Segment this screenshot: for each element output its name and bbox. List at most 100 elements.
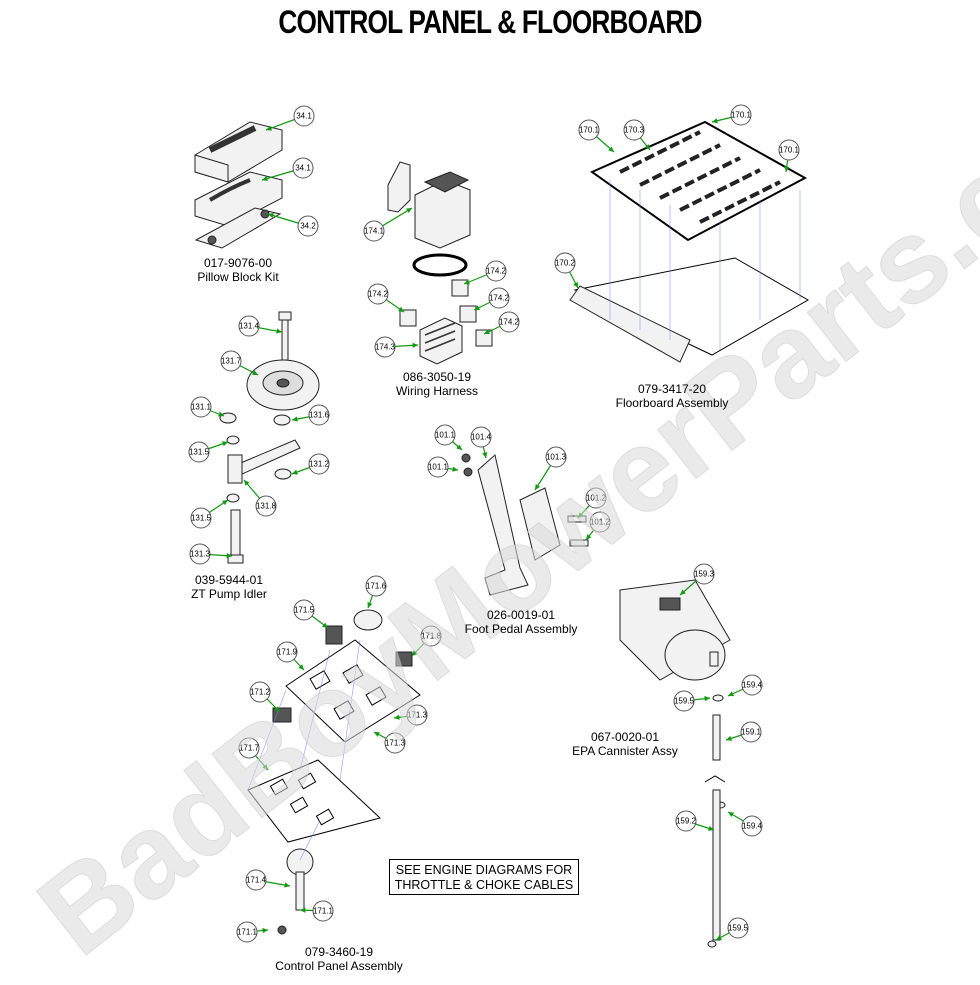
callout-174-2[interactable]: 174.2 (488, 287, 510, 309)
harness-relay-box[interactable] (414, 171, 471, 249)
callout-label: 131.8 (256, 502, 277, 511)
callout-171-1[interactable]: 171.1 (236, 921, 258, 943)
callout-131-8[interactable]: 131.8 (255, 495, 277, 517)
callout-131-7[interactable]: 131.7 (220, 350, 242, 372)
callout-159-4[interactable]: 159.4 (741, 674, 763, 696)
callout-159-2[interactable]: 159.2 (675, 810, 697, 832)
callout-170-1[interactable]: 170.1 (730, 104, 752, 126)
callout-131-5[interactable]: 131.5 (188, 441, 210, 463)
idler-shaft[interactable] (227, 509, 244, 564)
callout-circle (693, 563, 715, 585)
harness-connector-block[interactable] (419, 317, 463, 365)
callout-label: 131.1 (191, 403, 212, 412)
idler-pulley[interactable] (246, 359, 320, 411)
idler-arm[interactable] (227, 439, 301, 484)
pillow-block-plate[interactable] (194, 207, 282, 249)
callout-171-3[interactable]: 171.3 (406, 704, 428, 726)
callout-171-9[interactable]: 171.9 (276, 641, 298, 663)
callout-159-4[interactable]: 159.4 (741, 815, 763, 837)
pillow-block-top[interactable] (194, 121, 283, 183)
control-panel-bottom-plate[interactable] (247, 759, 382, 843)
foot-pedal-arm[interactable] (477, 454, 529, 596)
callout-34-1[interactable]: 34.1 (292, 157, 314, 179)
assembly-name: Control Panel Assembly (275, 959, 403, 973)
callout-159-1[interactable]: 159.1 (740, 721, 762, 743)
callout-label: 174.2 (486, 267, 507, 276)
epa-hose-long[interactable] (704, 775, 726, 941)
callout-101-1[interactable]: 101.1 (427, 456, 449, 478)
harness-relay-2[interactable] (399, 309, 417, 327)
callout-131-3[interactable]: 131.3 (189, 543, 211, 565)
callout-159-3[interactable]: 159.3 (693, 563, 715, 585)
floorboard-mat[interactable] (589, 120, 808, 242)
callout-171-1[interactable]: 171.1 (312, 900, 334, 922)
callout-34-1[interactable]: 34.1 (293, 105, 315, 127)
callout-label: 159.4 (742, 681, 763, 690)
epa-hose-short[interactable] (712, 714, 721, 761)
callout-174-3[interactable]: 174.3 (374, 336, 396, 358)
callout-159-5[interactable]: 159.5 (673, 690, 695, 712)
callout-101-3[interactable]: 101.3 (545, 446, 567, 468)
leader-arrowhead (292, 469, 298, 475)
callout-circle (585, 487, 607, 509)
callout-171-8[interactable]: 171.8 (420, 625, 442, 647)
callout-171-4[interactable]: 171.4 (245, 869, 267, 891)
callout-label: 174.2 (489, 294, 510, 303)
callout-170-3[interactable]: 170.3 (623, 119, 645, 141)
assembly-name: Pillow Block Kit (197, 270, 279, 284)
callout-bubbles: 34.1 34.1 34.2 174.1 174.2 174.2 174.2 174.2 174… (188, 104, 800, 943)
harness-bracket[interactable] (387, 161, 411, 213)
leader-arrowhead (680, 589, 686, 595)
control-switches[interactable] (272, 609, 413, 723)
callout-131-5[interactable]: 131.5 (190, 507, 212, 529)
callout-101-4[interactable]: 101.4 (470, 426, 492, 448)
callout-170-1[interactable]: 170.1 (578, 119, 600, 141)
harness-relay-4[interactable] (475, 329, 493, 347)
assembly-name: ZT Pump Idler (191, 587, 267, 601)
callout-159-5[interactable]: 159.5 (727, 917, 749, 939)
leader-arrowhead (608, 146, 614, 152)
callout-label: 174.2 (499, 318, 520, 327)
callout-131-6[interactable]: 131.6 (308, 404, 330, 426)
callout-circle (470, 426, 492, 448)
floorboard-plate[interactable] (569, 257, 810, 363)
callout-101-2[interactable]: 101.2 (585, 487, 607, 509)
callout-170-2[interactable]: 170.2 (554, 252, 576, 274)
leader-arrowhead (464, 279, 470, 285)
callout-174-2[interactable]: 174.2 (485, 260, 507, 282)
idler-nuts[interactable] (219, 412, 292, 503)
callout-label: 170.1 (779, 146, 800, 155)
leader-arrowhead (452, 466, 458, 472)
callout-171-7[interactable]: 171.7 (238, 737, 260, 759)
callout-circle (365, 575, 387, 597)
harness-relay-3[interactable] (459, 305, 477, 323)
callout-label: 171.1 (313, 907, 334, 916)
callout-circle (367, 283, 389, 305)
callout-174-2[interactable]: 174.2 (498, 311, 520, 333)
callout-131-2[interactable]: 131.2 (308, 453, 330, 475)
callout-101-1[interactable]: 101.1 (434, 424, 456, 446)
foot-pedal-bolts[interactable] (461, 453, 589, 547)
pillow-block-bottom[interactable] (194, 171, 283, 227)
callout-131-4[interactable]: 131.4 (238, 315, 260, 337)
callout-131-1[interactable]: 131.1 (190, 396, 212, 418)
callout-101-2[interactable]: 101.2 (589, 511, 611, 533)
callout-170-1[interactable]: 170.1 (778, 139, 800, 161)
leader-arrowhead (586, 534, 592, 540)
callout-171-5[interactable]: 171.5 (293, 599, 315, 621)
callout-174-1[interactable]: 174.1 (363, 220, 385, 242)
epa-cannister[interactable] (619, 579, 731, 681)
callout-34-2[interactable]: 34.2 (297, 215, 319, 237)
leader-arrowhead (728, 812, 734, 817)
idler-bolt[interactable] (278, 311, 292, 361)
control-lever[interactable] (277, 848, 314, 935)
callout-171-3[interactable]: 171.3 (384, 732, 406, 754)
control-guides (247, 639, 361, 861)
leader-arrowhead (262, 927, 268, 934)
callout-174-2[interactable]: 174.2 (367, 283, 389, 305)
foot-pedal-plate[interactable] (519, 487, 561, 561)
harness-gasket[interactable] (412, 253, 468, 277)
callout-circle (238, 315, 260, 337)
callout-171-2[interactable]: 171.2 (249, 681, 271, 703)
callout-171-6[interactable]: 171.6 (365, 575, 387, 597)
